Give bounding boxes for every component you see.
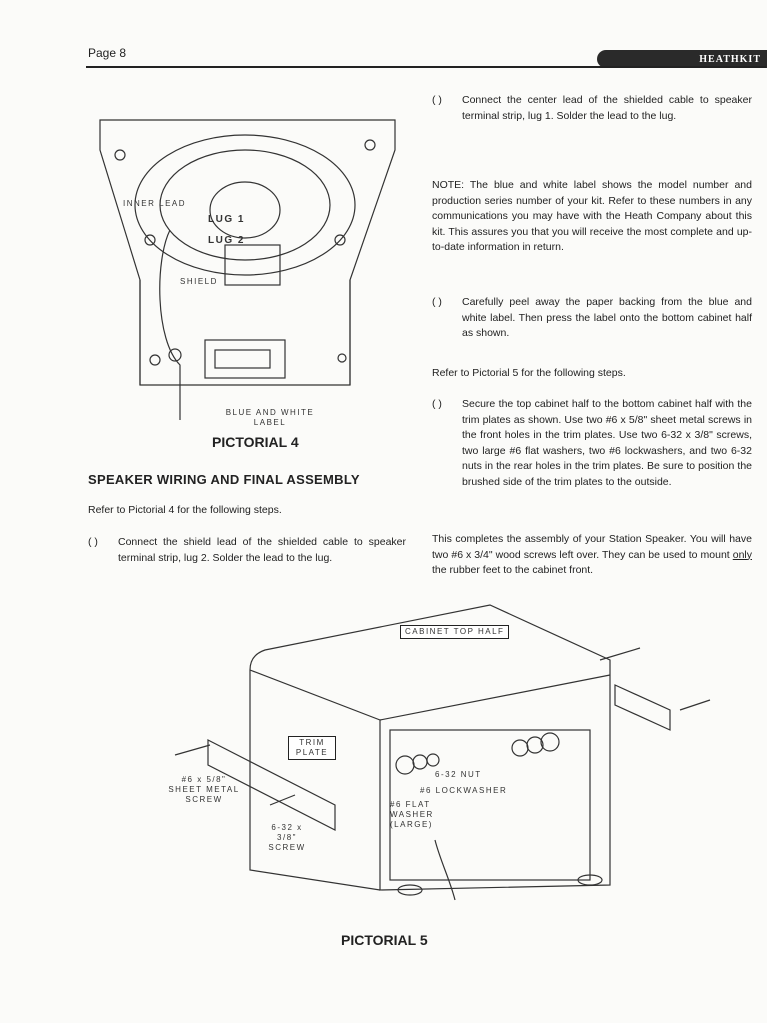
nut-label: 6-32 NUT bbox=[435, 770, 482, 779]
step-secure-cabinet: ( ) Secure the top cabinet half to the b… bbox=[432, 397, 752, 490]
trim-plate-label: TRIM PLATE bbox=[288, 736, 336, 760]
lug2-label: LUG 2 bbox=[208, 235, 245, 246]
step-shield-lead: ( ) Connect the shield lead of the shiel… bbox=[88, 535, 406, 566]
checkbox[interactable]: ( ) bbox=[432, 94, 442, 106]
flat-washer-label: #6 FLAT WASHER (LARGE) bbox=[390, 800, 434, 829]
checkbox[interactable]: ( ) bbox=[88, 536, 98, 548]
checkbox[interactable]: ( ) bbox=[432, 398, 442, 410]
sheet-metal-screw-label: #6 x 5/8" SHEET METAL SCREW bbox=[168, 775, 240, 804]
header-rule bbox=[86, 66, 766, 68]
step-peel-label: ( ) Carefully peel away the paper backin… bbox=[432, 295, 752, 342]
closing-paragraph: This completes the assembly of your Stat… bbox=[432, 532, 752, 579]
cabinet-top-label: CABINET TOP HALF bbox=[400, 625, 510, 639]
checkbox[interactable]: ( ) bbox=[432, 296, 442, 308]
screw-632-label: 6-32 x 3/8" SCREW bbox=[268, 823, 306, 852]
step-text: Connect the shield lead of the shielded … bbox=[118, 536, 406, 564]
page-number: Page 8 bbox=[88, 46, 127, 60]
note: NOTE: The blue and white label shows the… bbox=[432, 179, 752, 253]
step-text: Secure the top cabinet half to the botto… bbox=[462, 398, 752, 488]
pictorial-5-drawing bbox=[174, 604, 711, 901]
closing-text: This completes the assembly of your Stat… bbox=[432, 533, 752, 561]
section-heading: SPEAKER WIRING AND FINAL ASSEMBLY bbox=[88, 472, 360, 487]
pictorial-5-caption: PICTORIAL 5 bbox=[341, 932, 428, 948]
inner-lead-label: INNER LEAD bbox=[123, 199, 187, 208]
pictorial-4-caption: PICTORIAL 4 bbox=[212, 434, 299, 450]
pictorial-4-drawing bbox=[99, 119, 396, 420]
step-text: Carefully peel away the paper backing fr… bbox=[462, 296, 752, 339]
heathkit-logo: HEATHKIT bbox=[597, 50, 767, 68]
refer-pictorial-5: Refer to Pictorial 5 for the following s… bbox=[432, 367, 626, 379]
step-text: Connect the center lead of the shielded … bbox=[462, 94, 752, 122]
lug1-label: LUG 1 bbox=[208, 214, 245, 225]
closing-emphasis: only bbox=[732, 548, 752, 561]
closing-text-end: the rubber feet to the cabinet front. bbox=[432, 564, 594, 576]
shield-label: SHIELD bbox=[180, 277, 218, 286]
step-center-lead: ( ) Connect the center lead of the shiel… bbox=[432, 93, 752, 124]
refer-pictorial-4: Refer to Pictorial 4 for the following s… bbox=[88, 504, 282, 516]
lockwasher-label: #6 LOCKWASHER bbox=[420, 786, 508, 795]
blue-white-label: BLUE AND WHITE LABEL bbox=[225, 408, 315, 427]
